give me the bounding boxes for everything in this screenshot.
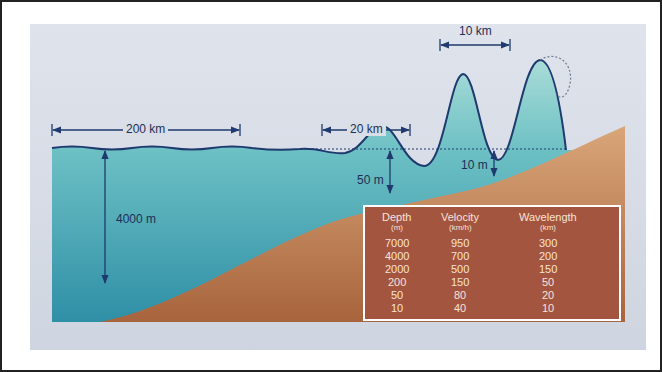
seabed bbox=[100, 126, 625, 322]
dimension-label: 200 km bbox=[123, 123, 168, 136]
sea-level bbox=[300, 149, 566, 150]
table-cell: 200 bbox=[388, 276, 406, 288]
dimension-label: 4000 m bbox=[116, 213, 156, 226]
table-cell: 4000 bbox=[385, 250, 409, 262]
breaking-crest bbox=[540, 56, 571, 97]
table-cell: 7000 bbox=[385, 237, 409, 249]
dimension-label: 50 m bbox=[357, 174, 384, 187]
table-cell: 10 bbox=[391, 302, 403, 314]
table-cell: 40 bbox=[454, 302, 466, 314]
table-header: Depth bbox=[382, 211, 411, 223]
table-cell: 700 bbox=[451, 250, 469, 262]
table-header: Wavelength bbox=[519, 211, 577, 223]
table-unit: (km/h) bbox=[449, 224, 472, 233]
table-cell: 200 bbox=[539, 250, 557, 262]
table-cell: 150 bbox=[451, 276, 469, 288]
table-cell: 2000 bbox=[385, 263, 409, 275]
data-table bbox=[364, 206, 620, 320]
table-cell: 80 bbox=[454, 289, 466, 301]
table-unit: (m) bbox=[391, 224, 403, 233]
table-unit: (km) bbox=[540, 224, 556, 233]
table-cell: 300 bbox=[539, 237, 557, 249]
table-cell: 20 bbox=[542, 289, 554, 301]
table-cell: 950 bbox=[451, 237, 469, 249]
wave-outline bbox=[52, 60, 566, 166]
dimension-label: 20 km bbox=[347, 123, 386, 136]
dimension-label: 10 km bbox=[459, 25, 492, 38]
panel bbox=[30, 24, 646, 350]
table-cell: 500 bbox=[451, 263, 469, 275]
ocean bbox=[52, 60, 625, 322]
table-header: Velocity bbox=[441, 211, 479, 223]
table-cell: 50 bbox=[391, 289, 403, 301]
dimension-label: 10 m bbox=[461, 159, 488, 172]
table-cell: 50 bbox=[542, 276, 554, 288]
table-cell: 150 bbox=[539, 263, 557, 275]
table-cell: 10 bbox=[542, 302, 554, 314]
